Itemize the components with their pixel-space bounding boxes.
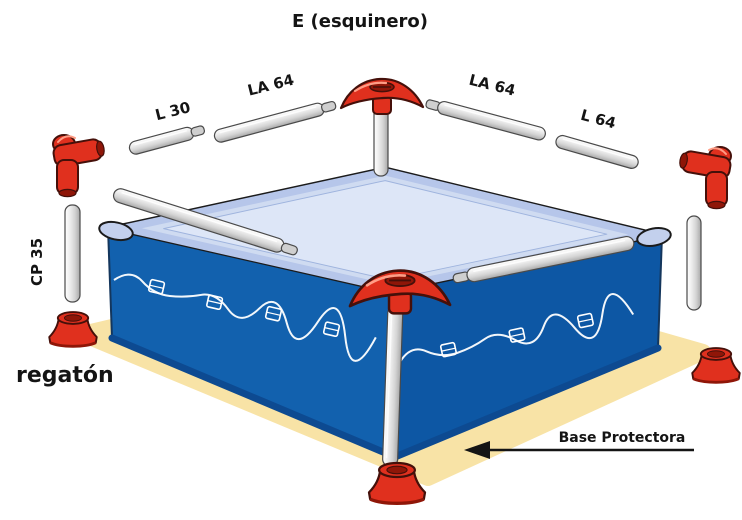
liner-rope-right: [399, 293, 635, 363]
elbow-connector-left-icon: [51, 134, 107, 198]
label-cp35: CP 35: [28, 238, 46, 286]
label-l30: L 30: [153, 98, 192, 124]
tube-l64: [555, 134, 639, 169]
tube-cp35: [64, 204, 81, 303]
elbow-connector-right-icon: [677, 146, 733, 210]
tube-neck-back: [373, 107, 389, 177]
tube-rim-left: [112, 188, 298, 256]
base-protectora-arrow: [464, 441, 694, 459]
cap-regaton-left-icon: [47, 310, 99, 348]
tube-la64-right: [425, 99, 546, 141]
rim-corner-left: [98, 220, 134, 242]
label-la64-left: LA 64: [246, 71, 296, 100]
diagram-title: E (esquinero): [292, 11, 428, 32]
left-arrowhead-icon: [464, 441, 490, 459]
label-regaton: regatón: [16, 363, 114, 388]
tube-l30: [128, 125, 205, 155]
tube-rim-right: [452, 235, 635, 284]
corner-connector-top-icon: [339, 77, 425, 116]
label-l64: L 64: [579, 106, 618, 133]
liner-rope-left: [113, 273, 377, 362]
tube-la64-left: [213, 100, 337, 143]
label-la64-right: LA 64: [467, 71, 517, 100]
rim-corner-right: [636, 227, 672, 247]
tube-leg-right: [686, 215, 702, 311]
label-base-protectora: Base Protectora: [559, 430, 686, 446]
